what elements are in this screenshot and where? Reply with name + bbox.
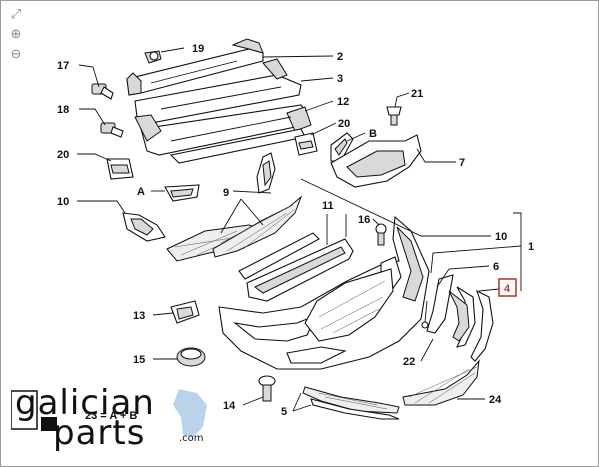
callout-6[interactable]: 6	[493, 261, 499, 273]
callout-19[interactable]: 19	[192, 43, 204, 55]
watermark-logo: galician parts 23 = A + B .com	[11, 383, 211, 453]
part-9-side-insert[interactable]	[256, 152, 276, 194]
part-20-bracket-left[interactable]	[106, 158, 134, 180]
part-21-push-clip[interactable]	[386, 106, 402, 126]
zoom-in-icon[interactable]: ⊕	[10, 27, 22, 42]
callout-4[interactable]: 4	[504, 283, 511, 295]
part-2-upper-beam[interactable]	[126, 38, 264, 96]
part-16-screw[interactable]	[375, 223, 387, 246]
part-11-absorber[interactable]	[238, 232, 354, 302]
callout-1[interactable]: 1	[528, 241, 534, 253]
part-15-plug[interactable]	[176, 347, 206, 367]
part-12-impact-beam[interactable]	[134, 104, 312, 164]
part-24-grille[interactable]	[402, 359, 480, 406]
part-19-clip-nut[interactable]	[144, 50, 162, 64]
callout-20-left[interactable]: 20	[57, 149, 69, 161]
part-22-clip[interactable]	[421, 300, 429, 329]
zoom-out-icon[interactable]: ⊖	[10, 47, 22, 62]
ref-b-bracket[interactable]	[330, 132, 354, 162]
part-9-grille-right[interactable]	[212, 195, 303, 258]
callout-ref-b[interactable]: B	[369, 128, 377, 140]
callout-21[interactable]: 21	[411, 88, 423, 100]
callout-10-left[interactable]: 10	[57, 196, 69, 208]
callout-10-right[interactable]: 10	[495, 231, 507, 243]
callout-12[interactable]: 12	[337, 96, 349, 108]
callout-9[interactable]: 9	[223, 187, 229, 199]
callout-22[interactable]: 22	[403, 356, 415, 368]
part-5-lower-strips[interactable]	[302, 386, 400, 420]
watermark-line2: parts	[53, 413, 146, 453]
part-17-bolt[interactable]	[91, 83, 114, 100]
selected-callout-box[interactable]	[498, 278, 517, 297]
callout-18[interactable]: 18	[57, 104, 69, 116]
callout-20-right[interactable]: 20	[338, 118, 350, 130]
legend-text: 23 = A + B	[85, 410, 138, 422]
watermark-shape	[11, 389, 207, 437]
callout-24[interactable]: 24	[489, 394, 502, 406]
callout-ref-a[interactable]: A	[137, 186, 145, 198]
part-4-trim-strip[interactable]	[448, 286, 494, 362]
callout-11[interactable]: 11	[322, 200, 334, 212]
part-13-bracket[interactable]	[170, 300, 200, 324]
part-14-sensor[interactable]	[258, 375, 276, 402]
part-20-bracket-right[interactable]	[294, 132, 318, 156]
callout-13[interactable]: 13	[133, 310, 145, 322]
part-6-side-molding[interactable]	[426, 274, 454, 334]
part-7-support-bracket[interactable]	[330, 134, 422, 188]
part-18-bolt[interactable]	[100, 122, 124, 138]
ref-a-bracket[interactable]	[164, 184, 200, 202]
callout-5[interactable]: 5	[281, 406, 287, 418]
callout-7[interactable]: 7	[459, 157, 465, 169]
callout-3[interactable]: 3	[337, 73, 343, 85]
expand-icon[interactable]: ⤢	[10, 7, 22, 22]
watermark-suffix: .com	[179, 433, 204, 444]
callout-14[interactable]: 14	[223, 400, 236, 412]
callout-15[interactable]: 15	[133, 354, 145, 366]
callout-16[interactable]: 16	[358, 214, 370, 226]
callout-2[interactable]: 2	[337, 51, 343, 63]
part-10-side-bracket[interactable]	[122, 212, 166, 242]
watermark-line1: galician	[15, 383, 155, 423]
callout-17[interactable]: 17	[57, 60, 69, 72]
part-1-bumper-cover[interactable]	[218, 215, 430, 370]
